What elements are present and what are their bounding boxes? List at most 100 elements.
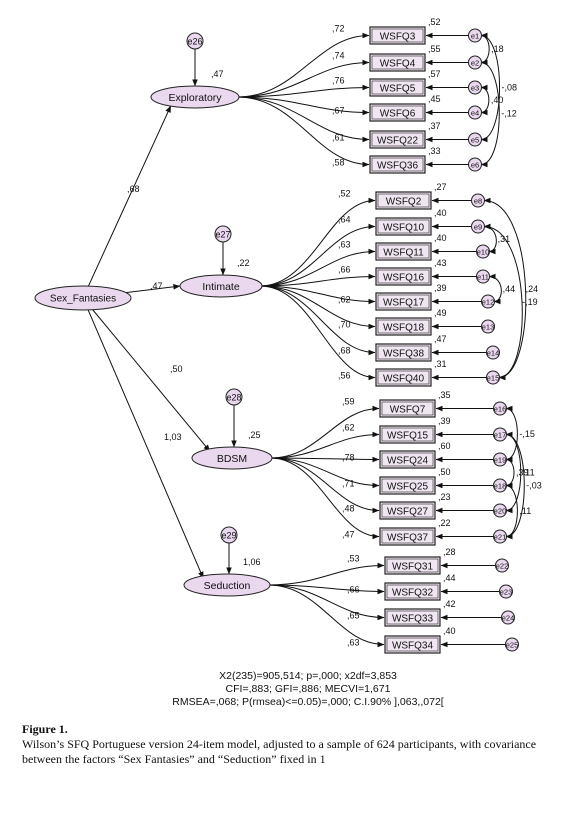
error-node-e19 bbox=[493, 452, 507, 467]
loading-path-wsfq32 bbox=[268, 584, 385, 595]
item-r2-wsfq37: ,22 bbox=[438, 518, 451, 528]
item-r2-wsfq11: ,40 bbox=[434, 233, 447, 243]
error-label-e25: e25 bbox=[506, 641, 519, 650]
loading-wsfq22: ,61 bbox=[332, 133, 345, 143]
factor-r2-3: ,25 bbox=[248, 430, 261, 440]
loading-wsfq38: ,68 bbox=[338, 346, 351, 356]
item-box-wsfq18 bbox=[375, 317, 432, 336]
item-r2-wsfq17: ,39 bbox=[434, 283, 447, 293]
covariance-e2-e6 bbox=[480, 59, 500, 168]
error-node-e16 bbox=[493, 401, 507, 416]
item-r2-wsfq6: ,45 bbox=[428, 94, 441, 104]
factor-r2-4: 1,06 bbox=[243, 557, 261, 567]
loading-wsfq4: ,74 bbox=[332, 51, 345, 61]
structural-loading-2: ,47 bbox=[150, 281, 163, 291]
error-label-e5: e5 bbox=[471, 136, 479, 145]
item-box-inner-wsfq37 bbox=[381, 529, 434, 544]
error-label-e23: e23 bbox=[500, 588, 513, 597]
loading-wsfq3: ,72 bbox=[332, 24, 345, 34]
item-label-wsfq25: WSFQ25 bbox=[387, 482, 429, 493]
item-box-inner-wsfq5 bbox=[371, 80, 424, 95]
item-box-wsfq11 bbox=[375, 242, 432, 261]
error-label-e17: e17 bbox=[494, 431, 507, 440]
error-node-e12 bbox=[481, 294, 495, 309]
item-r2-wsfq24: ,60 bbox=[438, 441, 451, 451]
item-r2-wsfq15: ,39 bbox=[438, 416, 451, 426]
covariance-value-e17-e21: -,03 bbox=[526, 481, 542, 491]
error-node-e25 bbox=[505, 637, 519, 652]
loading-wsfq25: ,71 bbox=[342, 479, 355, 489]
covariance-value-e16-e19: -,15 bbox=[519, 429, 535, 439]
error-label-e19: e19 bbox=[494, 456, 507, 465]
item-label-wsfq34: WSFQ34 bbox=[392, 641, 434, 652]
item-box-inner-wsfq6 bbox=[371, 105, 424, 120]
item-box-inner-wsfq18 bbox=[377, 319, 430, 334]
item-r2-wsfq31: ,28 bbox=[443, 547, 456, 557]
covariance-value-e19-e18: ,39 bbox=[516, 468, 529, 478]
item-label-wsfq10: WSFQ10 bbox=[383, 223, 425, 234]
error-label-e13: e13 bbox=[482, 323, 495, 332]
item-r2-wsfq2: ,27 bbox=[434, 182, 447, 192]
loading-path-wsfq34 bbox=[268, 584, 385, 648]
loading-path-wsfq15 bbox=[270, 431, 380, 459]
latent-factor-3 bbox=[191, 446, 273, 470]
loading-path-wsfq38 bbox=[260, 285, 376, 356]
loading-path-wsfq5 bbox=[237, 84, 370, 98]
item-box-wsfq37 bbox=[379, 527, 436, 546]
error-node-e21 bbox=[493, 529, 507, 544]
item-box-inner-wsfq10 bbox=[377, 219, 430, 234]
error-node-e18 bbox=[493, 478, 507, 493]
structural-path-4 bbox=[87, 309, 204, 579]
loading-path-wsfq18 bbox=[260, 285, 376, 330]
loading-wsfq11: ,63 bbox=[338, 240, 351, 250]
loading-path-wsfq7 bbox=[270, 405, 380, 459]
covariance-e1-e5 bbox=[480, 32, 500, 143]
item-label-wsfq32: WSFQ32 bbox=[392, 588, 434, 599]
loading-path-wsfq6 bbox=[237, 96, 370, 116]
covariance-e16-e19 bbox=[505, 405, 518, 463]
loading-path-wsfq37 bbox=[270, 457, 380, 540]
covariance-value-e8-e15: ,24 bbox=[526, 284, 539, 294]
error-label-e8: e8 bbox=[474, 197, 482, 206]
loading-path-wsfq16 bbox=[260, 273, 376, 287]
item-label-wsfq27: WSFQ27 bbox=[387, 507, 429, 518]
item-label-wsfq17: WSFQ17 bbox=[383, 298, 425, 309]
item-box-wsfq36 bbox=[369, 155, 426, 174]
item-box-wsfq40 bbox=[375, 368, 432, 387]
disturbance-label-2: e27 bbox=[215, 230, 230, 240]
covariance-value-e2-e6: -,12 bbox=[501, 109, 517, 119]
error-node-e17 bbox=[493, 427, 507, 442]
latent-factor-2 bbox=[179, 274, 263, 298]
loading-path-wsfq33 bbox=[268, 584, 385, 621]
item-box-wsfq3 bbox=[369, 26, 426, 45]
item-r2-wsfq40: ,31 bbox=[434, 359, 447, 369]
error-node-e2 bbox=[468, 55, 482, 70]
loading-path-wsfq10 bbox=[260, 223, 376, 287]
item-label-wsfq38: WSFQ38 bbox=[383, 349, 425, 360]
item-box-inner-wsfq34 bbox=[386, 637, 439, 652]
loading-path-wsfq24 bbox=[270, 456, 380, 463]
error-node-e23 bbox=[499, 584, 513, 599]
structural-loading-4: 1,03 bbox=[164, 432, 182, 442]
item-box-wsfq34 bbox=[384, 635, 441, 654]
item-box-wsfq5 bbox=[369, 78, 426, 97]
error-label-e6: e6 bbox=[471, 161, 479, 170]
item-label-wsfq40: WSFQ40 bbox=[383, 374, 425, 385]
error-label-e4: e4 bbox=[471, 109, 479, 118]
error-label-e2: e2 bbox=[471, 59, 479, 68]
loading-wsfq2: ,52 bbox=[338, 189, 351, 199]
loading-path-wsfq22 bbox=[237, 96, 370, 143]
item-r2-wsfq5: ,57 bbox=[428, 69, 441, 79]
fit-line-1: X2(235)=905,514; p=,000; x2df=3,853 bbox=[219, 670, 397, 682]
structural-path-3 bbox=[92, 309, 211, 452]
error-label-e14: e14 bbox=[487, 349, 500, 358]
fit-line-3: RMSEA=,068; P(rmsea)<=0.05)=,000; C.I.90… bbox=[172, 696, 443, 708]
item-r2-wsfq33: ,42 bbox=[443, 599, 456, 609]
factor-r2-1: ,47 bbox=[211, 69, 224, 79]
item-label-wsfq11: WSFQ11 bbox=[383, 248, 424, 259]
item-box-inner-wsfq16 bbox=[377, 269, 430, 284]
loading-wsfq16: ,66 bbox=[338, 265, 351, 275]
error-label-e16: e16 bbox=[494, 405, 507, 414]
covariance-value-e9-e10: ,31 bbox=[498, 234, 511, 244]
loading-wsfq5: ,76 bbox=[332, 76, 345, 86]
